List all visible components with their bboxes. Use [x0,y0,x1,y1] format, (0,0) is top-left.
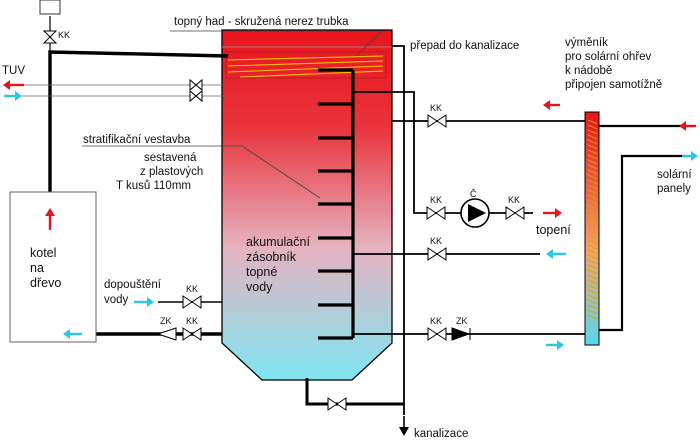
overflow-pipe [392,45,405,415]
valves [42,30,525,411]
valve-label-right-middle: KK [430,236,442,246]
pressure-device [39,0,61,15]
valve-right-middle [427,247,447,261]
valve-pump-right [505,206,525,220]
heating-coil [225,51,387,79]
valve-label-right-upper: KK [430,103,442,113]
refill-label-2: vody [104,294,129,306]
valve-tuv-1 [189,78,203,92]
valve-label-pump-left: KK [430,195,442,205]
valve-label-refill: KK [186,284,198,294]
valve-label-top-left: KK [58,30,70,40]
valve-tuv-2 [189,89,203,103]
boiler-label-3: dřevo [30,276,61,290]
drain-label: kanalizace [414,428,468,440]
strat-label-3: z plastových [140,166,203,178]
stratification-insert [318,68,355,340]
arrows [3,80,698,436]
exchanger-label-1: výměník [565,37,608,49]
tuv-label: TUV [2,65,25,77]
check-valve-solar [451,327,471,341]
strat-label-4: T kusů 110mm [116,180,191,192]
leader-lines [82,30,383,199]
pump [460,198,490,228]
check-valves [156,327,471,341]
valve-label-solar-zk: ZK [456,316,468,326]
solar-label-1: solární [657,169,692,181]
valve-return-kk [182,327,202,341]
valve-top-left [42,30,58,44]
heating-label: topení [536,223,571,237]
valve-pump-left [426,206,446,220]
accumulation-tank [221,29,393,381]
boiler [9,191,97,343]
coil-title: topný had - skružená nerez trubka [174,16,349,28]
solar-exchanger [584,111,600,346]
strat-label-1: stratifikační vestavba [83,134,191,146]
pump-label: Č [470,189,477,199]
valve-label-return-kk: KK [186,316,198,326]
valve-label-pump-right: KK [508,195,520,205]
boiler-label-1: kotel [30,246,56,260]
valve-label-return-zk: ZK [160,316,172,326]
check-valve-return [156,327,177,341]
exchanger-label-2: pro solární ohřev [565,51,652,63]
valve-drain [327,397,347,411]
tank-label-2: zásobník [246,250,297,264]
tank-label-4: vody [246,280,273,294]
tank-body [221,29,393,381]
valve-refill [182,295,202,309]
refill-label-1: dopouštění [104,279,162,291]
valve-label-solar-kk: KK [430,316,442,326]
valve-solar-kk [427,327,447,341]
tank-label-3: topné [246,265,277,279]
labels: topný had - skružená nerez trubka přepad… [2,16,692,440]
exchanger-label-3: k nádobě [565,65,612,77]
exchanger-label-4: připojen samotížně [565,79,662,91]
overflow-label: přepad do kanalizace [410,40,519,52]
boiler-label-2: na [30,261,44,275]
solar-label-2: panely [657,183,691,195]
strat-label-2: sestavená [144,152,197,164]
tank-label-1: akumulační [246,235,310,249]
valve-right-upper [427,114,447,128]
